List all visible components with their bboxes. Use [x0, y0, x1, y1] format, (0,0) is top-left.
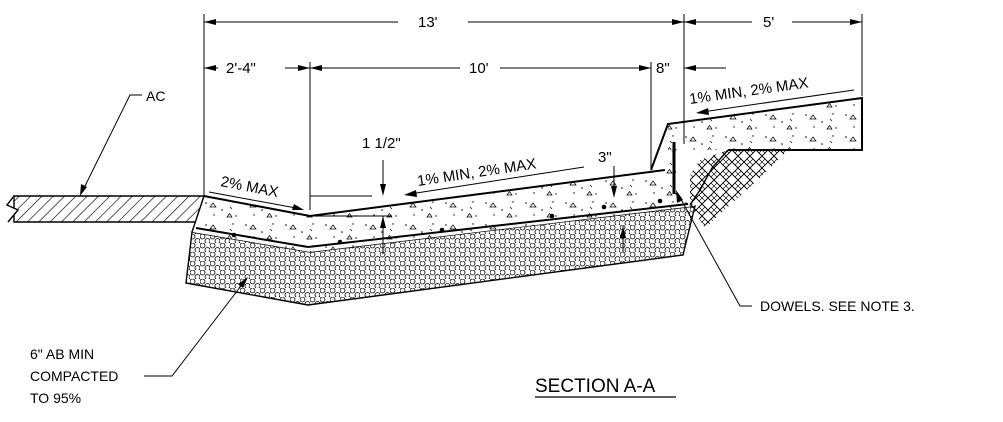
base-label-line1: 6" AB MIN — [30, 346, 94, 362]
thickness-callout-label: 3" — [598, 149, 612, 166]
aggregate-dots — [231, 198, 663, 245]
dowels-label: DOWELS. SEE NOTE 3. — [760, 298, 915, 314]
native-soil — [689, 149, 788, 228]
ac-pavement — [5, 195, 205, 223]
dim-13-label: 13' — [418, 14, 438, 31]
dim-8-label: 8" — [656, 60, 670, 77]
dim-right-5: 5' — [684, 14, 862, 31]
depth-callout: 1 1/2" — [362, 135, 401, 254]
thickness-callout: 3" — [598, 149, 626, 252]
dim-10-label: 10' — [469, 60, 489, 77]
sidewalk — [650, 96, 863, 192]
dim-right-8: 8" — [656, 60, 726, 77]
dowels-leader: DOWELS. SEE NOTE 3. — [676, 190, 915, 314]
gutter-bottom-left — [195, 227, 309, 248]
base-label-line3: TO 95% — [30, 390, 81, 406]
extension-lines — [203, 14, 863, 217]
slope-left-label: 2% MAX — [219, 173, 280, 201]
ac-label: AC — [146, 88, 165, 104]
base-leader: 6" AB MIN COMPACTED TO 95% — [30, 277, 248, 406]
slope-right-label: 1% MIN, 2% MAX — [688, 74, 809, 108]
base-label-line2: COMPACTED — [30, 368, 118, 384]
section-title-text: SECTION A-A — [535, 376, 656, 397]
dim-overall-13: 13' — [204, 14, 684, 31]
slope-middle-label: 1% MIN, 2% MAX — [416, 155, 537, 190]
gutter-bottom-right — [307, 203, 689, 248]
depth-callout-label: 1 1/2" — [362, 135, 401, 152]
section-title: SECTION A-A — [535, 376, 676, 398]
dim-5-label: 5' — [763, 14, 774, 31]
dim-2-4-label: 2'-4" — [226, 60, 256, 77]
ac-leader: AC — [80, 88, 165, 196]
dim-left-2-4: 2'-4" — [204, 60, 310, 77]
concrete-gutter — [191, 150, 695, 252]
dim-middle-10: 10' — [310, 60, 651, 77]
